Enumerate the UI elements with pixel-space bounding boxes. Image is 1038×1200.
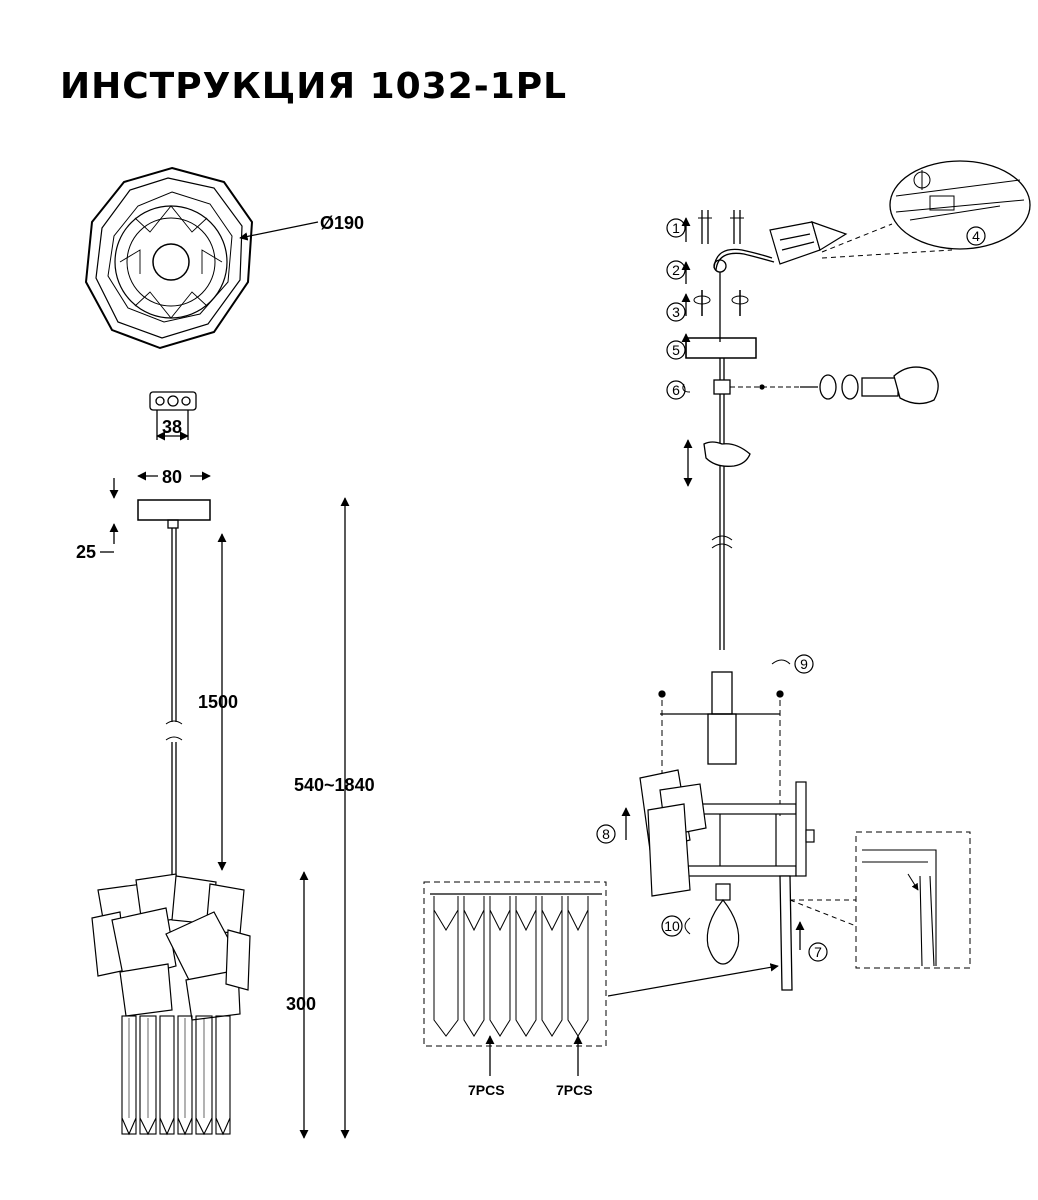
step-8-label: 8 xyxy=(602,826,610,842)
top-view xyxy=(84,166,319,350)
step-1-marker: 1 xyxy=(666,218,686,238)
step-2-label: 2 xyxy=(672,262,680,278)
step-8-marker: 8 xyxy=(596,824,616,844)
total-height-label: 540~1840 xyxy=(294,775,375,795)
rod-length-label: 1500 xyxy=(198,692,238,712)
step-5-label: 5 xyxy=(672,342,680,358)
step-4-label: 4 xyxy=(972,228,980,244)
step-3-marker: 3 xyxy=(666,302,686,322)
mounting-bracket xyxy=(149,391,197,441)
step-9-label: 9 xyxy=(800,656,808,672)
step-1-label: 1 xyxy=(672,220,680,236)
bracket-width-label: 38 xyxy=(162,417,182,437)
step-markers: 1 2 3 4 5 6 7 8 9 10 xyxy=(596,218,986,962)
step-7-marker: 7 xyxy=(808,942,828,962)
side-view xyxy=(91,471,350,1139)
page-title: ИНСТРУКЦИЯ 1032-1PL xyxy=(60,66,568,107)
step-9-marker: 9 xyxy=(794,654,814,674)
crystal-count-right: 7PCS xyxy=(556,1082,593,1098)
step-5-marker: 5 xyxy=(666,340,686,360)
canopy-width-label: 80 xyxy=(162,467,182,487)
step-7-label: 7 xyxy=(814,944,822,960)
step-10-label: 10 xyxy=(664,918,680,934)
step-6-marker: 6 xyxy=(666,380,686,400)
step-4-marker: 4 xyxy=(966,226,986,246)
crystal-count-left: 7PCS xyxy=(468,1082,505,1098)
canopy-height-label: 25 xyxy=(76,542,96,562)
body-height-label: 300 xyxy=(286,994,316,1014)
step-6-label: 6 xyxy=(672,382,680,398)
step-10-marker: 10 xyxy=(661,915,683,937)
installation-view xyxy=(423,160,1031,1076)
diameter-label: Ø190 xyxy=(320,213,364,233)
step-3-label: 3 xyxy=(672,304,680,320)
step-2-marker: 2 xyxy=(666,260,686,280)
